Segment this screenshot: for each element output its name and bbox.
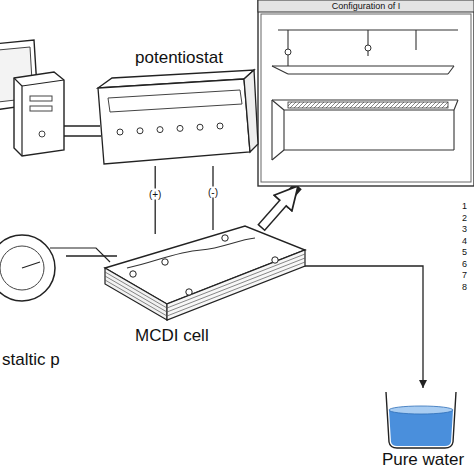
data-cable <box>64 135 101 136</box>
rotor-arm <box>22 262 40 268</box>
cell-part <box>272 100 284 110</box>
cell-part <box>415 30 416 50</box>
front-panel <box>108 90 242 112</box>
configuration-panel-outline <box>258 0 474 186</box>
node-label: staltic p <box>0 350 62 369</box>
drive-slot <box>30 106 52 111</box>
peristaltic-pump: staltic p <box>0 232 66 369</box>
bolt <box>272 257 278 263</box>
callout-number: 4 <box>462 236 467 246</box>
bolt <box>130 271 136 277</box>
cell-part <box>453 110 454 150</box>
water <box>389 410 453 446</box>
cell-part <box>448 66 454 74</box>
cell-part <box>272 99 458 100</box>
callout-number: 1 <box>462 201 467 211</box>
jack <box>217 123 223 129</box>
node-label: Pure water <box>368 450 474 470</box>
flow-arrow <box>301 266 423 388</box>
panel-frame <box>258 0 474 186</box>
cell-part <box>454 100 458 110</box>
pump-tube <box>50 248 110 262</box>
beaker <box>386 392 456 448</box>
cell-part <box>284 109 454 110</box>
jack <box>137 128 143 134</box>
potentiostat-front <box>98 79 250 164</box>
callout-number: 2 <box>462 213 467 223</box>
node-label: MCDI cell <box>135 326 209 346</box>
node-label: potentiostat <box>94 48 264 68</box>
panel-inner <box>261 14 471 182</box>
cell-part <box>272 65 454 66</box>
tower-edge <box>22 80 64 86</box>
node-label: Configuration of I <box>258 0 474 12</box>
cell-part <box>283 110 284 150</box>
cell-part <box>367 30 368 56</box>
wire <box>212 166 213 230</box>
panel-title-bar <box>258 0 474 12</box>
callout-number: 5 <box>462 247 467 257</box>
plate-layer <box>167 254 305 308</box>
bolt <box>222 235 228 241</box>
cell-part <box>271 100 272 160</box>
drive-slot <box>30 96 52 101</box>
jack <box>177 125 183 131</box>
pure-water-beaker: Pure water <box>368 388 474 470</box>
peristaltic-pump-outline <box>0 232 62 312</box>
data-cable <box>64 125 100 126</box>
pc-tower <box>14 72 64 156</box>
jack <box>197 124 203 130</box>
callout-number: 8 <box>462 282 467 292</box>
power-button <box>39 131 45 137</box>
cell-side <box>105 268 167 320</box>
membrane-layer <box>288 102 448 108</box>
pump-body <box>0 235 55 301</box>
terminal-label: (-) <box>207 187 219 198</box>
plate-layer <box>167 258 305 312</box>
plate-layer <box>105 272 167 308</box>
flow-channel <box>127 238 255 268</box>
cell-part <box>272 66 288 74</box>
mcdi-cell: MCDI cell <box>105 222 305 350</box>
terminal-label: (+) <box>148 189 163 200</box>
hollow-arrow <box>261 186 298 228</box>
plate-layer <box>167 262 305 316</box>
cell-part <box>287 30 288 66</box>
pump-rotor <box>0 246 44 290</box>
callout-number: 6 <box>462 259 467 269</box>
cell-part <box>272 150 284 160</box>
wire <box>155 166 156 234</box>
jack <box>117 129 123 135</box>
wire <box>66 255 117 256</box>
tower-edge <box>14 78 22 156</box>
callout-number: 7 <box>462 270 467 280</box>
jack <box>157 127 163 133</box>
configuration-panel: Configuration of I <box>258 0 474 186</box>
arrow-fill <box>262 202 284 227</box>
plate-layer <box>105 276 167 312</box>
callout-number: 3 <box>462 224 467 234</box>
port <box>365 45 371 51</box>
bolt <box>162 259 168 265</box>
port <box>285 49 291 55</box>
cell-front <box>167 250 305 320</box>
bolt <box>186 289 192 295</box>
cell-part <box>288 73 448 74</box>
potentiostat-box: potentiostat <box>94 48 264 166</box>
water-surface <box>389 406 453 414</box>
plate-layer <box>105 280 167 316</box>
potentiostat-side <box>244 70 258 152</box>
cell-part <box>284 149 454 150</box>
